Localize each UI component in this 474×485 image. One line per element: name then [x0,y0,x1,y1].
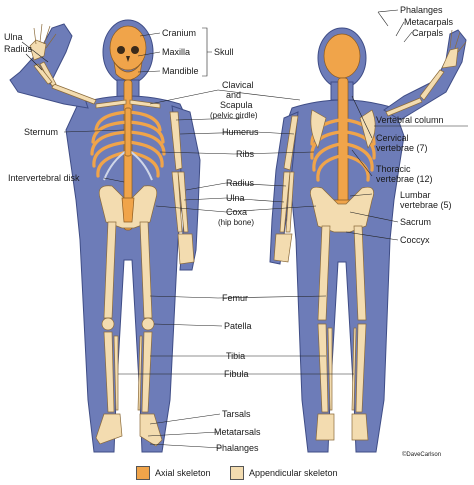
label-clavical: Clavical [222,80,254,90]
label-coxa: Coxa [226,207,247,217]
label-tarsals: Tarsals [222,409,251,419]
label-femur: Femur [222,293,248,303]
label-metatarsals: Metatarsals [214,427,261,437]
label-intervertebral-disk: Intervertebral disk [8,173,80,183]
label-skull: Skull [214,47,234,57]
label-phalanges-hand: Phalanges [400,5,443,15]
legend-appendicular: Appendicular skeleton [230,466,338,480]
front-skull [109,25,147,81]
labels: Ulna Radius Cranium Maxilla Mandible Sku… [4,5,454,458]
label-radius-left: Radius [4,44,33,54]
back-body-silhouette [269,27,467,453]
label-vertebral-column: Vertebral column [376,115,444,125]
front-body-silhouette [9,19,201,453]
label-cranium: Cranium [162,28,196,38]
label-scapula: Scapula [220,100,253,110]
label-cervical-count: vertebrae (7) [376,143,428,153]
legend-appendicular-label: Appendicular skeleton [249,468,338,478]
back-skull [323,33,361,79]
leader-lines [21,9,468,449]
label-lumbar: Lumbar [400,190,431,200]
label-coccyx: Coccyx [400,235,430,245]
label-pelvic-girdle: (pelvic girdle) [210,111,258,120]
label-thoracic-count: vertebrae (12) [376,174,433,184]
label-fibula: Fibula [224,369,249,379]
credit-text: ©DaveCarlson [402,451,441,458]
label-tibia: Tibia [226,351,245,361]
front-upper-limbs [29,23,195,265]
label-maxilla: Maxilla [162,47,190,57]
label-mandible: Mandible [162,66,199,76]
front-pelvis [98,185,158,229]
back-ribcage [310,118,376,182]
label-radius-center: Radius [226,178,255,188]
label-carpals: Carpals [412,28,444,38]
back-lower-limbs [315,225,369,441]
label-humerus: Humerus [222,127,259,137]
label-ulna-center: Ulna [226,193,245,203]
label-ulna-left: Ulna [4,32,23,42]
front-figure [9,19,201,453]
label-cervical: Cervical [376,133,409,143]
label-thoracic: Thoracic [376,164,411,174]
legend-appendicular-swatch [230,466,244,480]
front-ribcage [90,107,166,181]
label-lumbar-count: vertebrae (5) [400,200,452,210]
label-ribs: Ribs [236,149,255,159]
label-patella: Patella [224,321,252,331]
label-and: and [226,90,241,100]
back-figure [269,27,467,453]
label-phalanges-foot: Phalanges [216,443,259,453]
legend-axial-swatch [136,466,150,480]
label-hip-bone: (hip bone) [218,218,254,227]
label-sacrum: Sacrum [400,217,431,227]
label-sternum: Sternum [24,127,58,137]
back-pelvis [310,186,374,233]
label-metacarpals: Metacarpals [404,17,454,27]
legend-axial: Axial skeleton [136,466,211,480]
front-lower-limbs [95,221,163,447]
legend-axial-label: Axial skeleton [155,468,211,478]
